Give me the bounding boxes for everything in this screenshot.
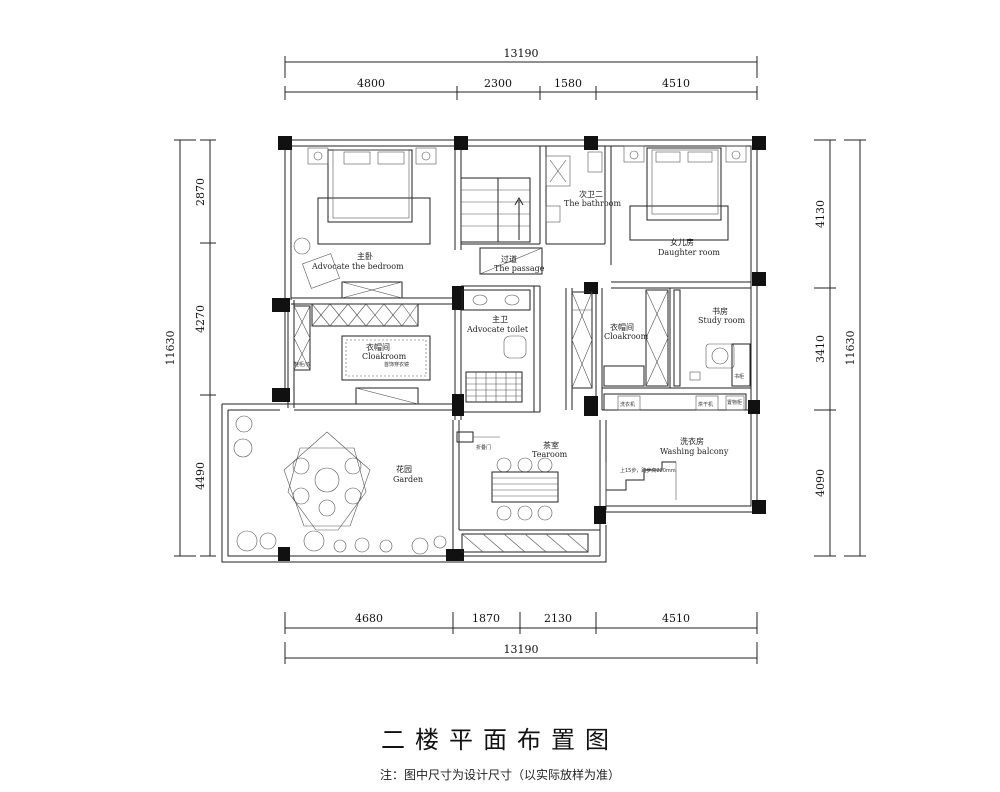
cloak1-label-cn: 衣帽间 <box>366 342 390 352</box>
stair-note: 上15步，踏步高220mm <box>620 467 676 474</box>
tearoom: 折叠门 茶室 Tearoom <box>456 431 589 553</box>
bath2-label-en: The bathroom <box>564 199 621 208</box>
shelf-label: 鞋柜/衣 <box>294 361 311 368</box>
dim-bottom-seg-2: 1870 <box>472 612 500 625</box>
cloak1-label-en: Cloakroom <box>362 352 407 361</box>
stairs-passage: 过道 The passage <box>460 177 545 275</box>
washing-balcony: 洗衣机 烘干机 置物柜 上15步，踏步高220mm 洗衣房 Washing ba… <box>603 393 747 506</box>
walls <box>221 136 766 563</box>
study-label-en: Study room <box>698 316 745 325</box>
passage-label-en: The passage <box>494 264 545 273</box>
tearoom-label-en: Tearoom <box>532 450 568 459</box>
master-bedroom-label-cn: 主卧 <box>357 251 373 261</box>
bath2-label-cn: 次卫二 <box>579 189 603 199</box>
washer1-label: 洗衣机 <box>620 401 635 408</box>
dim-left-seg-1: 2870 <box>194 178 207 206</box>
dim-left-seg-2: 4270 <box>194 305 207 333</box>
wash-label-en: Washing balcony <box>660 447 729 456</box>
dim-bottom-seg-3: 2130 <box>544 612 572 625</box>
folding-door-label: 折叠门 <box>476 444 491 451</box>
left-dimensions: 11630 2870 4270 4490 <box>164 139 216 557</box>
garden-label-en: Garden <box>393 475 423 484</box>
dim-right-seg-2: 3410 <box>814 335 827 363</box>
dim-left-seg-3: 4490 <box>194 462 207 490</box>
shelf2-label: 书柜 <box>734 373 744 380</box>
washer2-label: 烘干机 <box>698 401 713 408</box>
master-bedroom: 主卧 Advocate the bedroom <box>293 147 437 299</box>
bottom-dimensions: 4680 1870 2130 4510 13190 <box>284 612 758 664</box>
dim-top-seg-1: 4800 <box>357 77 385 90</box>
plan-title: 二楼平面布置图 <box>381 726 619 754</box>
cloakroom-2: 衣帽间 Cloakroom <box>571 289 669 389</box>
toilet-label-cn: 主卫 <box>492 314 508 324</box>
top-dimensions: 13190 4800 2300 1580 4510 <box>284 47 758 100</box>
master-toilet: 主卫 Advocate toilet <box>461 289 531 403</box>
daughter-label-cn: 女儿房 <box>670 237 694 247</box>
bathroom-2: 次卫二 The bathroom <box>545 151 621 223</box>
toilet-label-en: Advocate toilet <box>466 325 529 334</box>
garden: 花园 Garden <box>233 415 447 555</box>
dim-right-seg-3: 4090 <box>814 469 827 497</box>
island-label: 首饰穿衣镜 <box>384 361 409 368</box>
cabinet-label: 置物柜 <box>727 399 742 406</box>
study-label-cn: 书房 <box>712 306 728 316</box>
dim-top-total: 13190 <box>504 47 539 60</box>
master-bedroom-label-en: Advocate the bedroom <box>311 262 404 271</box>
tearoom-label-cn: 茶室 <box>543 440 559 450</box>
dim-left-total: 11630 <box>164 331 177 366</box>
dim-top-seg-4: 4510 <box>662 77 690 90</box>
dim-right-total: 11630 <box>844 331 857 366</box>
passage-label-cn: 过道 <box>501 254 517 264</box>
dim-bottom-total: 13190 <box>504 643 539 656</box>
dim-right-seg-1: 4130 <box>814 200 827 228</box>
garden-label-cn: 花园 <box>396 464 412 474</box>
wash-label-cn: 洗衣房 <box>680 436 704 446</box>
study-room: 书房 Study room 书柜 <box>673 289 751 387</box>
daughter-room: 女儿房 Daughter room <box>623 145 747 257</box>
dim-top-seg-2: 2300 <box>484 77 512 90</box>
cloak2-label-cn: 衣帽间 <box>610 322 634 332</box>
dim-bottom-seg-1: 4680 <box>355 612 383 625</box>
cloak2-label-en: Cloakroom <box>604 332 649 341</box>
right-dimensions: 4130 3410 4090 11630 <box>814 139 866 557</box>
plan-note: 注：图中尺寸为设计尺寸（以实际放样为准） <box>379 768 620 782</box>
dim-bottom-seg-4: 4510 <box>662 612 690 625</box>
daughter-label-en: Daughter room <box>658 248 720 257</box>
dim-top-seg-3: 1580 <box>554 77 582 90</box>
cloakroom-1: 衣帽间 Cloakroom 首饰穿衣镜 鞋柜/衣 <box>293 303 431 405</box>
